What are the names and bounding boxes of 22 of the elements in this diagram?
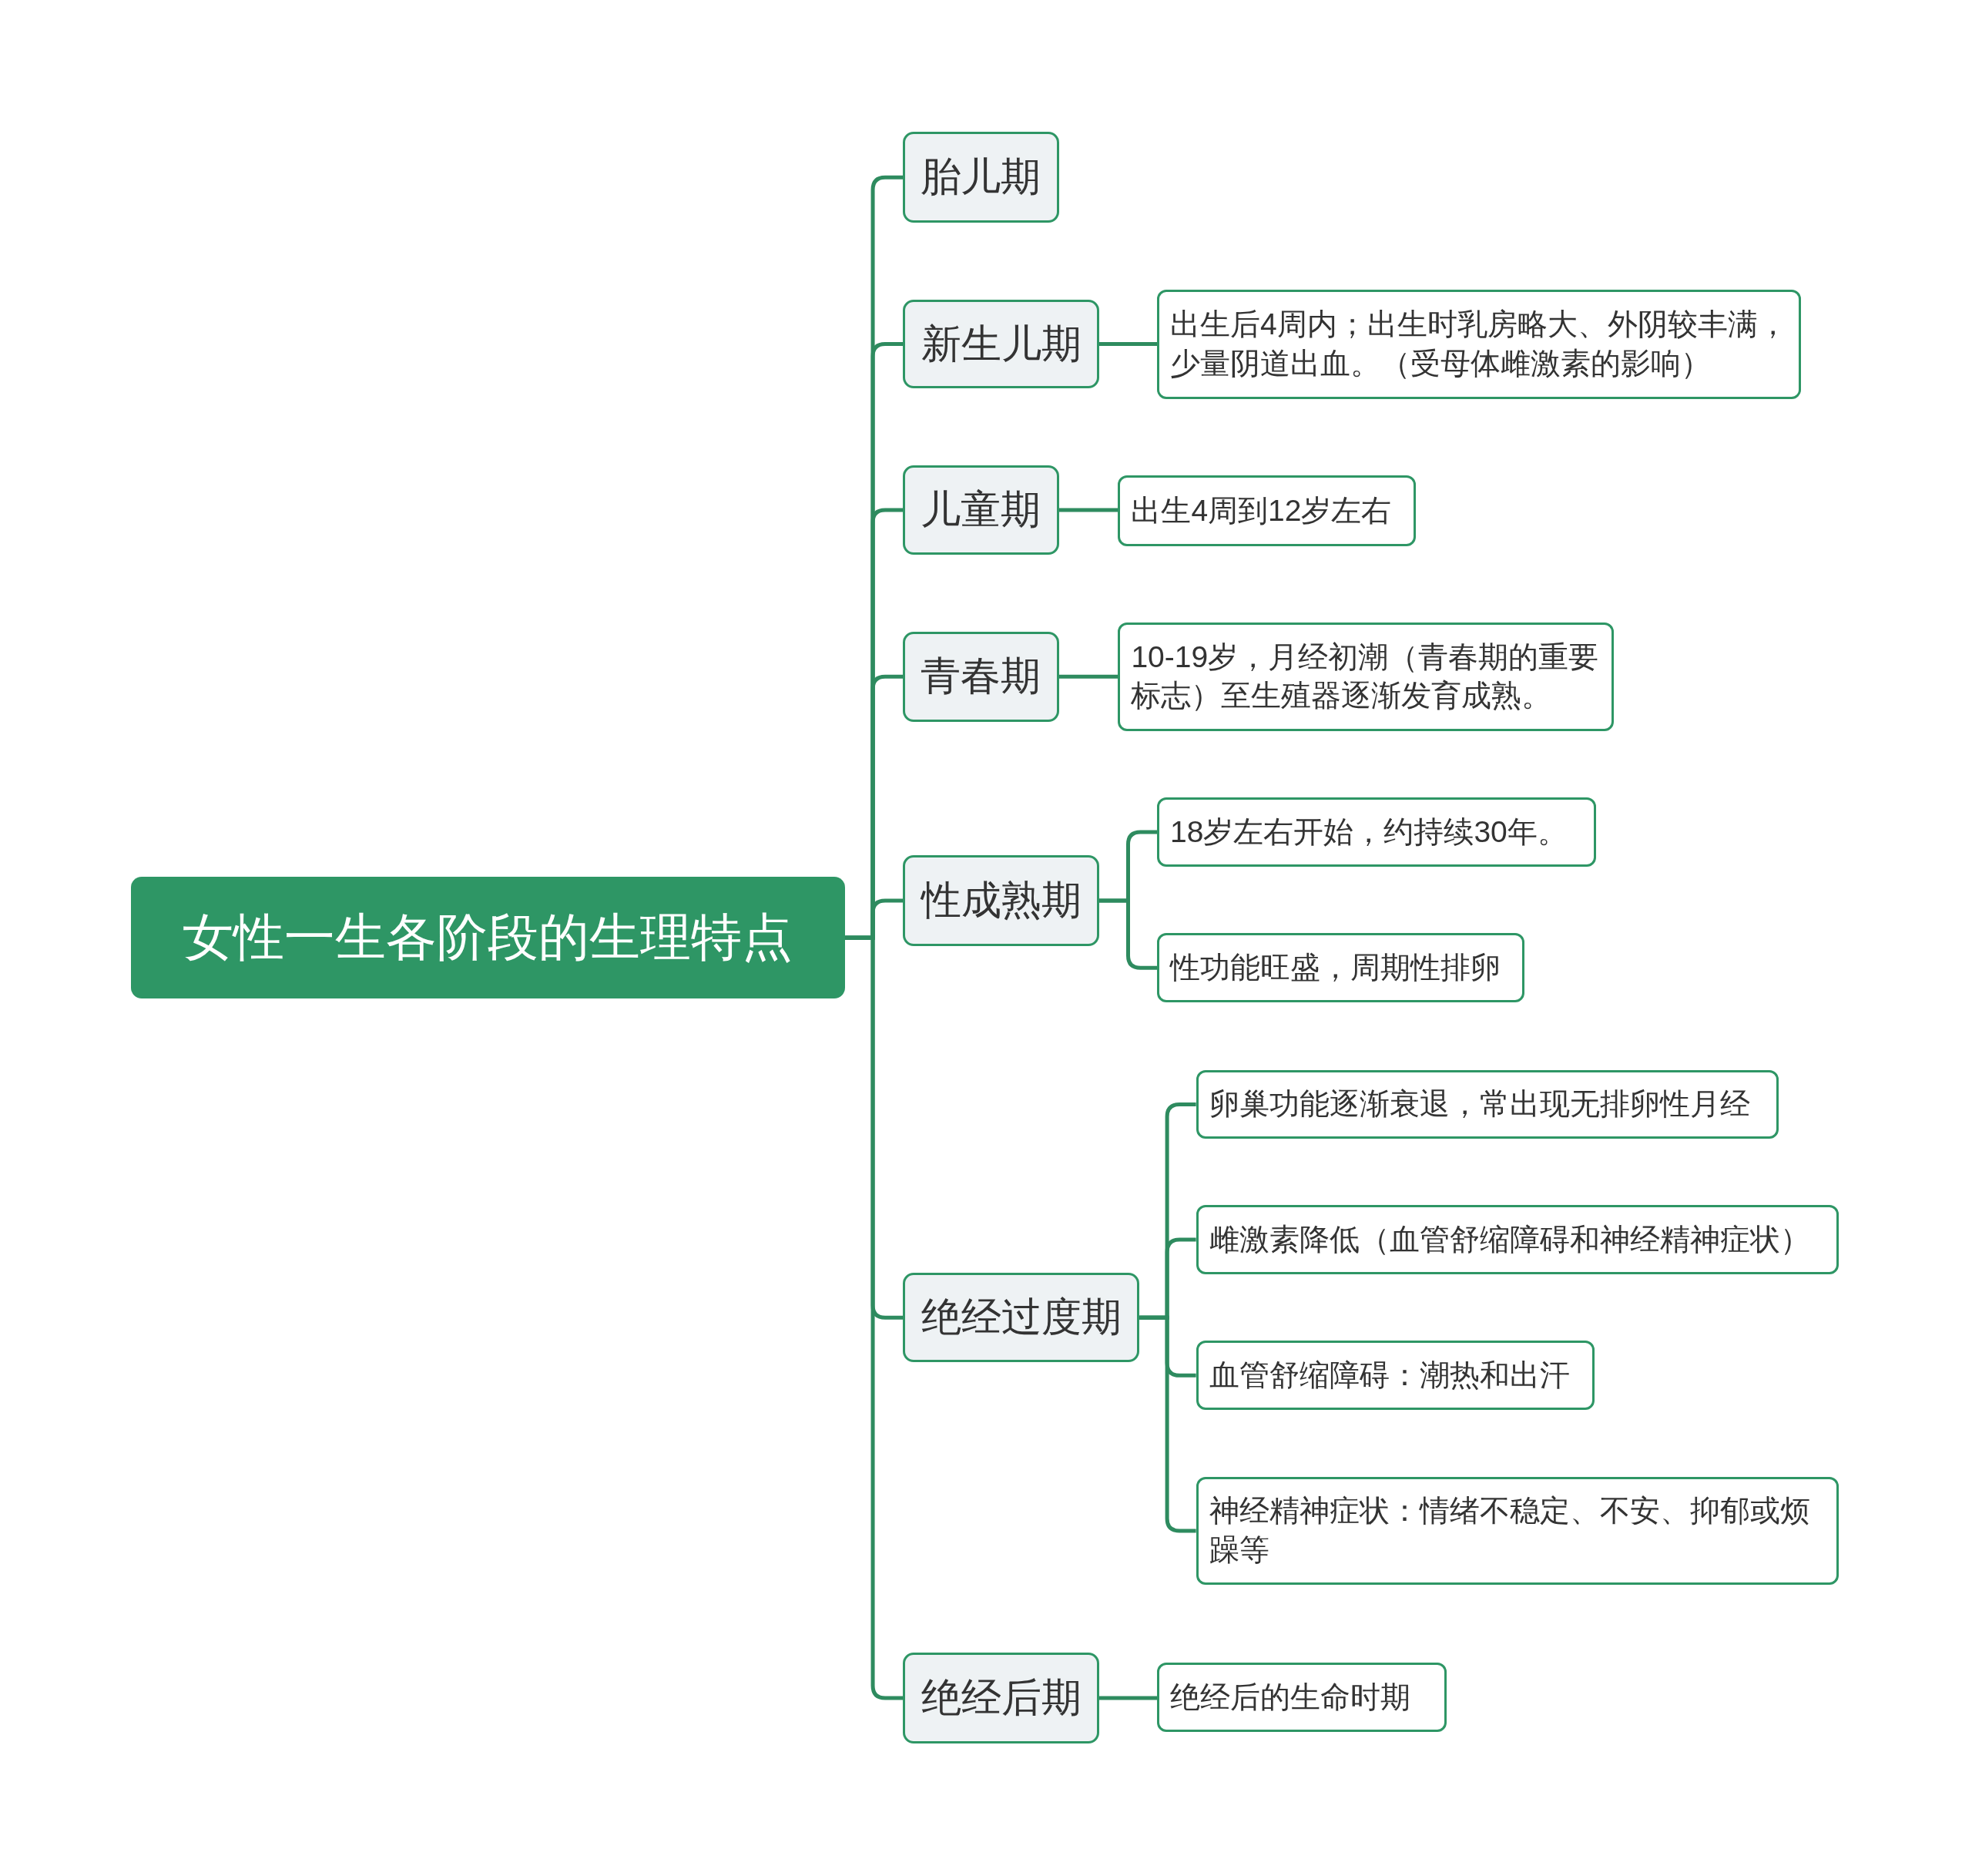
detail-box: 神经精神症状：情绪不稳定、不安、抑郁或烦躁等 — [1196, 1476, 1839, 1586]
central-topic-box: 女性一生各阶段的生理特点 — [130, 876, 846, 999]
stage-box: 绝经后期 — [903, 1653, 1099, 1743]
connector-line — [1098, 342, 1158, 347]
stage-box: 性成熟期 — [903, 855, 1099, 946]
stage-box: 青春期 — [903, 631, 1059, 723]
connector-line — [1098, 1696, 1158, 1700]
stage-box: 胎儿期 — [903, 132, 1059, 223]
detail-box: 出生后4周内；出生时乳房略大、外阴较丰满，少量阴道出血。（受母体雌激素的影响） — [1157, 289, 1801, 399]
detail-box: 绝经后的生命时期 — [1157, 1663, 1447, 1733]
stage-box: 新生儿期 — [903, 299, 1099, 389]
detail-box: 18岁左右开始，约持续30年。 — [1157, 797, 1596, 867]
detail-box: 血管舒缩障碍：潮热和出汗 — [1196, 1341, 1595, 1411]
connector-line — [1058, 508, 1118, 512]
detail-box: 出生4周到12岁左右 — [1118, 475, 1417, 546]
detail-box: 卵巢功能逐渐衰退，常出现无排卵性月经 — [1196, 1070, 1779, 1139]
detail-box: 10-19岁，月经初潮（青春期的重要标志）至生殖器逐渐发育成熟。 — [1118, 623, 1614, 731]
stage-box: 绝经过度期 — [903, 1273, 1140, 1363]
connector-line — [1058, 674, 1118, 679]
detail-box: 雌激素降低（血管舒缩障碍和神经精神症状） — [1196, 1205, 1839, 1274]
stage-box: 儿童期 — [903, 465, 1059, 555]
detail-box: 性功能旺盛，周期性排卵 — [1157, 933, 1524, 1003]
